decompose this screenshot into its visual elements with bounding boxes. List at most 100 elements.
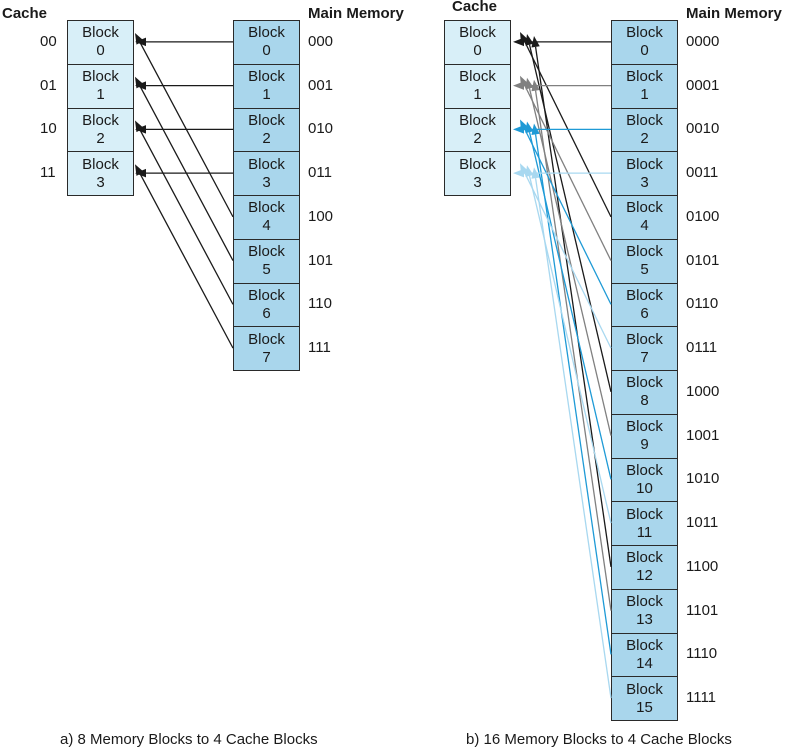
- block-number: 11: [636, 523, 653, 541]
- memory-address: 100: [308, 207, 334, 225]
- block-number: 2: [640, 129, 649, 147]
- memory-address: 0100: [686, 207, 720, 225]
- block-label: Block: [459, 155, 496, 173]
- memory-address: 0011: [686, 164, 719, 182]
- block-number: 1: [262, 86, 271, 104]
- arrow-mem-12-to-cache-0: [531, 36, 612, 567]
- block-label: Block: [248, 24, 285, 42]
- block-label: Block: [626, 593, 663, 611]
- arrow-mem-7-to-cache-3: [135, 164, 234, 349]
- cache-address: 01: [40, 76, 57, 94]
- arrow-mem-1-to-cache-1: [135, 81, 233, 90]
- memory-address: 1011: [686, 514, 719, 532]
- block-label: Block: [626, 330, 663, 348]
- memory-address: 111: [308, 339, 331, 357]
- arrow-mem-0-to-cache-0: [135, 37, 233, 47]
- block-label: Block: [82, 155, 119, 173]
- block-number: 0: [640, 42, 649, 60]
- block-label: Block: [248, 111, 285, 129]
- block-label: Block: [248, 199, 285, 217]
- block-number: 7: [262, 348, 271, 366]
- memory-address: 1110: [686, 645, 718, 663]
- block-number: 15: [636, 698, 653, 716]
- block-number: 8: [640, 392, 649, 410]
- block-number: 0: [262, 42, 271, 60]
- memory-address: 1100: [686, 557, 719, 575]
- memory-address: 101: [308, 251, 334, 269]
- block-label: Block: [626, 199, 663, 217]
- block-label: Block: [626, 111, 663, 129]
- block-label: Block: [626, 243, 663, 261]
- arrow-mem-8-to-cache-0: [525, 34, 612, 393]
- memory-address: 0000: [686, 32, 720, 50]
- memory-address: 1010: [686, 470, 720, 488]
- arrow-mem-4-to-cache-0: [520, 32, 612, 218]
- arrow-mem-14-to-cache-2: [531, 123, 612, 655]
- block-label: Block: [459, 111, 496, 129]
- memory-address: 1101: [686, 601, 719, 619]
- memory-address: 001: [308, 76, 334, 94]
- block-number: 2: [96, 129, 105, 147]
- panel-a-arrows: [135, 33, 234, 349]
- block-label: Block: [626, 680, 663, 698]
- arrow-mem-9-to-cache-1: [525, 77, 612, 436]
- block-number: 1: [473, 86, 482, 104]
- arrow-mem-5-to-cache-1: [135, 76, 234, 261]
- block-number: 5: [640, 261, 649, 279]
- block-number: 0: [96, 42, 105, 60]
- arrow-mem-7-to-cache-3: [520, 163, 612, 349]
- block-number: 10: [636, 479, 653, 497]
- block-label: Block: [82, 111, 119, 129]
- block-number: 3: [96, 173, 105, 191]
- cache-address: 10: [40, 120, 57, 138]
- memory-address: 0101: [686, 251, 720, 269]
- arrow-mem-6-to-cache-2: [135, 120, 234, 305]
- memory-address: 0010: [686, 120, 720, 138]
- block-number: 3: [262, 173, 271, 191]
- block-number: 2: [473, 129, 482, 147]
- block-label: Block: [459, 68, 496, 86]
- arrow-mem-2-to-cache-2: [513, 125, 611, 134]
- block-number: 9: [640, 436, 649, 454]
- block-label: Block: [82, 24, 119, 42]
- arrow-mem-3-to-cache-3: [135, 168, 233, 178]
- memory-address: 0001: [686, 76, 720, 94]
- arrow-mem-3-to-cache-3: [513, 168, 611, 178]
- panel-a-caption: a) 8 Memory Blocks to 4 Cache Blocks: [60, 731, 318, 748]
- block-number: 3: [640, 173, 649, 191]
- block-number: 5: [262, 261, 271, 279]
- panel-b-caption: b) 16 Memory Blocks to 4 Cache Blocks: [466, 731, 732, 748]
- cache-address: 00: [40, 32, 57, 50]
- arrow-mem-13-to-cache-1: [531, 79, 612, 611]
- block-label: Block: [626, 374, 663, 392]
- arrow-mem-2-to-cache-2: [135, 125, 233, 134]
- memory-address: 1111: [686, 689, 717, 707]
- block-label: Block: [626, 461, 663, 479]
- memory-address: 011: [308, 164, 332, 182]
- block-label: Block: [626, 418, 663, 436]
- arrow-mem-15-to-cache-3: [531, 167, 612, 699]
- memory-address: 010: [308, 120, 334, 138]
- panel-b-memory-heading: Main Memory: [686, 5, 782, 22]
- arrow-mem-1-to-cache-1: [513, 81, 611, 90]
- arrow-mem-10-to-cache-2: [525, 121, 612, 480]
- block-label: Block: [459, 24, 496, 42]
- block-number: 7: [640, 348, 649, 366]
